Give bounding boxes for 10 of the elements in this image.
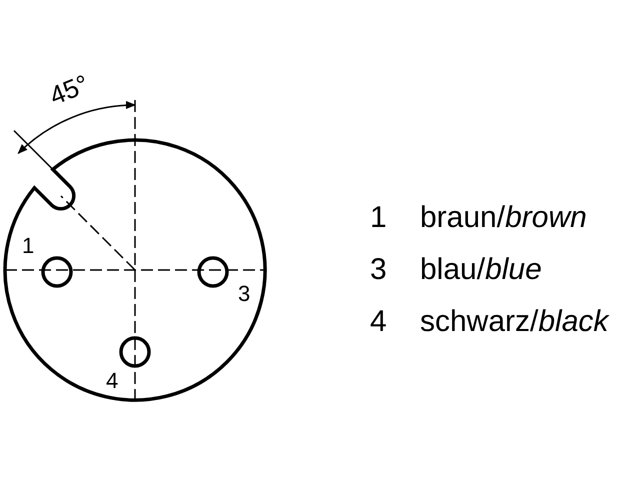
pin-number-label: 4 — [370, 307, 387, 337]
wire-color-label: blau/blue — [420, 255, 542, 285]
wire-color-label: schwarz/black — [420, 307, 608, 337]
pin-number-label: 3 — [370, 255, 387, 285]
wire-color-label: braun/brown — [420, 203, 587, 233]
pin-number-label: 1 — [22, 235, 34, 257]
pin-number-label: 4 — [106, 370, 118, 392]
pin-number-label: 3 — [238, 283, 250, 305]
angle-label: 45° — [46, 70, 92, 110]
pin-number-label: 1 — [370, 203, 387, 233]
